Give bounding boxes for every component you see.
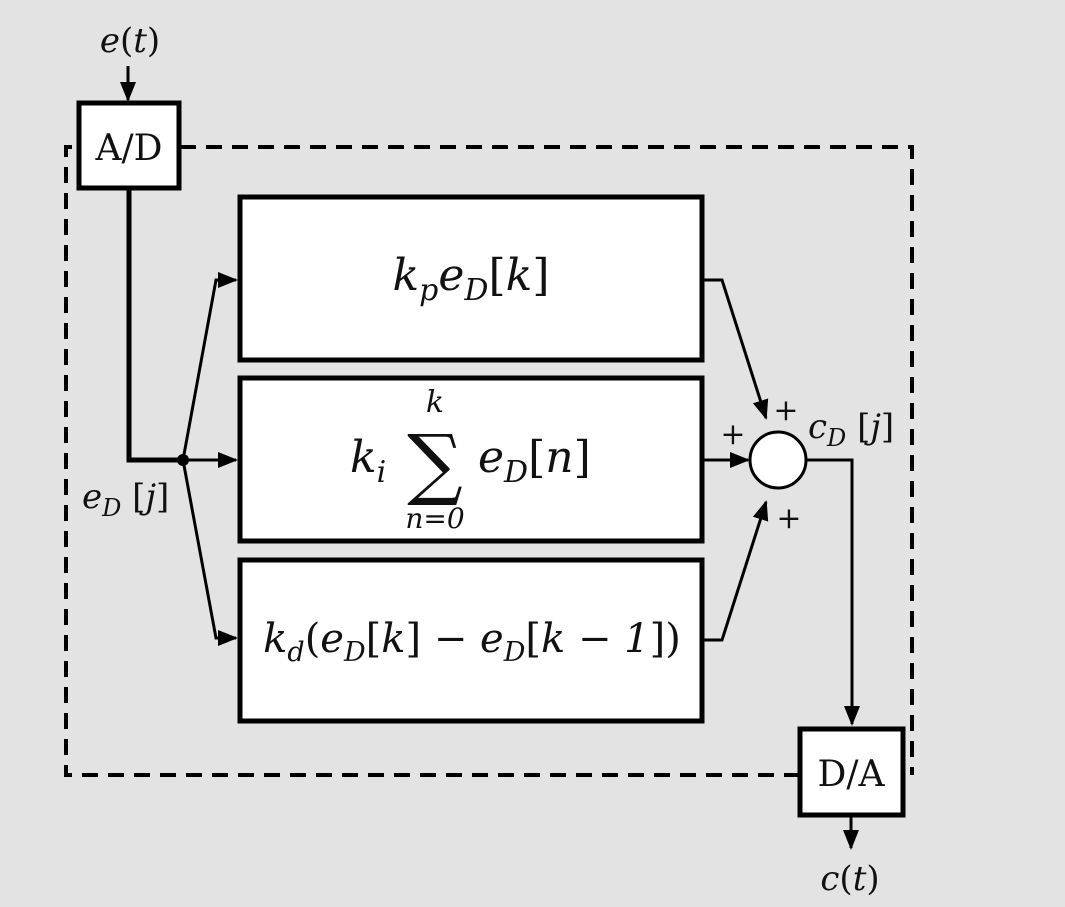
proportional-block: [237, 194, 705, 363]
adc-output-wire: [126, 188, 183, 463]
output-signal-label: c(t): [820, 859, 879, 899]
integral-gain: ki: [350, 432, 386, 490]
controller-output-label: cD [j]: [808, 407, 894, 452]
derivative-to-sum: [704, 500, 769, 642]
sum-to-dac-wire: [806, 458, 860, 726]
derivative-block: [237, 557, 705, 724]
proportional-to-sum: [704, 278, 769, 420]
branch-to-proportional: [181, 272, 238, 461]
integral-sum-symbol: ∑: [407, 419, 463, 509]
sum-sign-top: +: [773, 393, 798, 428]
integral-block: [237, 375, 705, 544]
proportional-expression: kpeD[k]: [392, 250, 549, 308]
derivative-expression: kd(eD[k] − eD[k − 1]): [263, 616, 681, 668]
integral-signal: eD[n]: [478, 432, 591, 490]
input-signal-label: e(t): [100, 21, 160, 61]
dac-block: [797, 726, 906, 818]
integral-sum-lower: n=0: [405, 502, 464, 535]
integral-sum-upper: k: [426, 385, 444, 420]
summing-junction: [748, 430, 808, 490]
branch-to-derivative: [181, 459, 238, 646]
sum-sign-left: +: [720, 417, 745, 452]
adc-block: [76, 100, 182, 191]
digital-boundary: [64, 145, 914, 777]
sum-sign-bottom: +: [776, 501, 801, 536]
dac-label: D/A: [818, 754, 886, 795]
sampled-error-label: eD [j]: [82, 477, 169, 522]
adc-label: A/D: [95, 128, 163, 169]
